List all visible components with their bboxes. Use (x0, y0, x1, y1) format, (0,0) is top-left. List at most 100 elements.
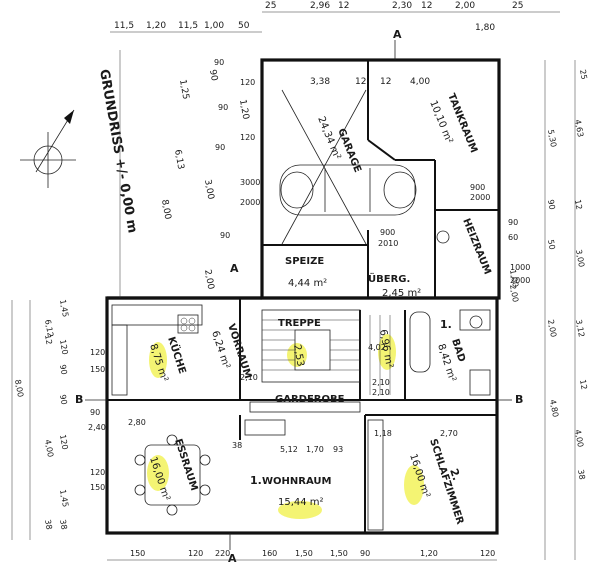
room-label-treppe: TREPPE (278, 318, 321, 329)
dim-right-7: 1,00 (508, 269, 520, 288)
dim-right-6: 3,00 (574, 249, 586, 268)
dining-table (134, 434, 211, 516)
dim-top_right-6: 25 (512, 1, 523, 11)
dim-left_lower-4: 120 (58, 434, 70, 451)
room-num-wohn: 1. (250, 474, 262, 487)
dim-left_outer-5: 90 (207, 69, 219, 82)
north-arrow-icon (20, 109, 76, 188)
dim-top_misc-0: 1,80 (475, 23, 495, 33)
dim-misc-17: 150 (90, 365, 105, 374)
dim-top_left-1: 1,20 (146, 21, 166, 31)
dim-right-12: 4,80 (548, 399, 560, 418)
dim-misc-7: 90 (220, 231, 230, 240)
dim-misc-35: 220 (215, 549, 230, 558)
room-label-schlaf: SCHLAFZIMMER (427, 438, 465, 527)
plan-title: GRUNDRISS +/- 0,00 m (96, 68, 140, 234)
dim-left_lower-2: 90 (58, 364, 69, 376)
dim-misc-3: 120 (240, 133, 255, 142)
dim-misc-33: 150 (130, 549, 145, 558)
dim-top_left-2: 11,5 (178, 21, 198, 31)
dim-misc-20: 2,80 (128, 418, 146, 427)
dim-misc-34: 120 (188, 549, 203, 558)
section-b-left: B (75, 393, 83, 406)
dim-misc-2: 90 (218, 103, 228, 112)
room-area-landing: 2,53 (291, 344, 306, 368)
dim-misc-23: 2,10 (240, 373, 258, 382)
room-label-uberg: ÜBERG. (368, 271, 410, 285)
dim-misc-11: 2010 (378, 239, 398, 248)
dim-misc-15: 2000 (510, 276, 530, 285)
highlight-schlaf-area (404, 465, 424, 505)
dim-right-14: 38 (576, 469, 587, 481)
dim-misc-12: 90 (508, 218, 518, 227)
dim-top_right-0: 25 (265, 1, 276, 11)
dimension-lines (11, 11, 576, 561)
section-a-top: A (393, 28, 402, 41)
room-area-speise: 4,44 m² (288, 278, 327, 289)
dim-left_lower-5: 1,45 (58, 489, 70, 508)
dim-right-3: 12 (573, 199, 584, 211)
dim-left_lower-8: 12 (43, 334, 54, 346)
garderobe-wardrobe (249, 401, 361, 413)
dim-right-10: 3,12 (574, 319, 586, 338)
highlight-essen-area (147, 455, 169, 491)
highlight-wohn-area (278, 501, 322, 519)
dim-left_outer-3: 2,00 (202, 269, 215, 291)
dim-top_misc-2: 12 (380, 77, 391, 87)
dim-top_misc-3: 4,00 (410, 77, 430, 87)
dim-right-5: 50 (546, 239, 557, 251)
interior-walls (107, 60, 499, 533)
room-label-garderobe: GARDEROBE (275, 394, 345, 405)
room-num-bad: 1. (440, 318, 452, 331)
dim-right-1: 4,63 (573, 119, 585, 138)
dim-misc-29: 1,70 (306, 445, 324, 454)
dim-misc-41: 120 (480, 549, 495, 558)
dim-misc-26: 2,70 (440, 429, 458, 438)
dim-left_lower-7: 6,12 (43, 319, 55, 338)
bathroom-fixtures (409, 230, 491, 396)
room-label-essen: ESSRAUM (172, 438, 199, 493)
dim-misc-32: 150 (90, 483, 105, 492)
dim-right-11: 12 (578, 379, 589, 391)
dim-top_misc-4: 12 (355, 77, 366, 87)
dim-top_right-2: 12 (338, 1, 349, 11)
room-num-schlaf: 2. (447, 467, 463, 482)
dim-left_outer-1: 6,13 (172, 149, 185, 170)
room-label-speise: SPEIZE (285, 256, 324, 267)
section-markers: A A A B B (75, 28, 523, 565)
dim-misc-36: 160 (262, 549, 277, 558)
kitchen-fixtures (111, 304, 203, 396)
dim-left_outer-2: 3,00 (202, 179, 215, 201)
dim-top_left-4: 50 (238, 21, 250, 31)
dim-misc-37: 1,50 (295, 549, 313, 558)
dim-misc-14: 1000 (510, 263, 530, 272)
dim-top_misc-1: 3,38 (310, 77, 330, 87)
plan-title-block: GRUNDRISS +/- 0,00 m (20, 68, 140, 234)
dim-misc-40: 1,20 (420, 549, 438, 558)
room-label-kueche: KÜCHE (165, 335, 190, 376)
dim-top_left-0: 11,5 (114, 21, 134, 31)
highlight-vorraum-area (287, 343, 307, 367)
dim-misc-13: 60 (508, 233, 518, 242)
car-symbol (279, 89, 417, 245)
staircase (261, 309, 391, 395)
dim-misc-8: 900 (470, 183, 485, 192)
dim-right-9: 2,00 (546, 319, 558, 338)
room-label-heiz: HEIZRAUM (460, 217, 492, 276)
dim-misc-9: 2000 (470, 193, 490, 202)
room-area-wohn: 15,44 m² (278, 497, 324, 508)
highlight-stair-area (378, 334, 396, 370)
dim-left_outer-0: 8,00 (159, 199, 172, 221)
room-label-wohn: WOHNRAUM (262, 476, 332, 487)
dim-right-0: 25 (578, 69, 589, 81)
schlaf-wardrobe (367, 419, 384, 531)
dim-top_right-5: 2,00 (455, 1, 475, 11)
dim-misc-28: 5,12 (280, 445, 298, 454)
room-area-uberg: 2,45 m² (382, 288, 421, 299)
dim-misc-5: 3000 (240, 178, 260, 187)
dim-top_left-3: 1,00 (204, 21, 224, 31)
dim-misc-27: 38 (232, 441, 242, 450)
dim-misc-21: 2,10 (372, 378, 390, 387)
room-labels: GARAGE 24,34 m² TANKRAUM 10,10 m² HEIZRA… (147, 92, 493, 526)
